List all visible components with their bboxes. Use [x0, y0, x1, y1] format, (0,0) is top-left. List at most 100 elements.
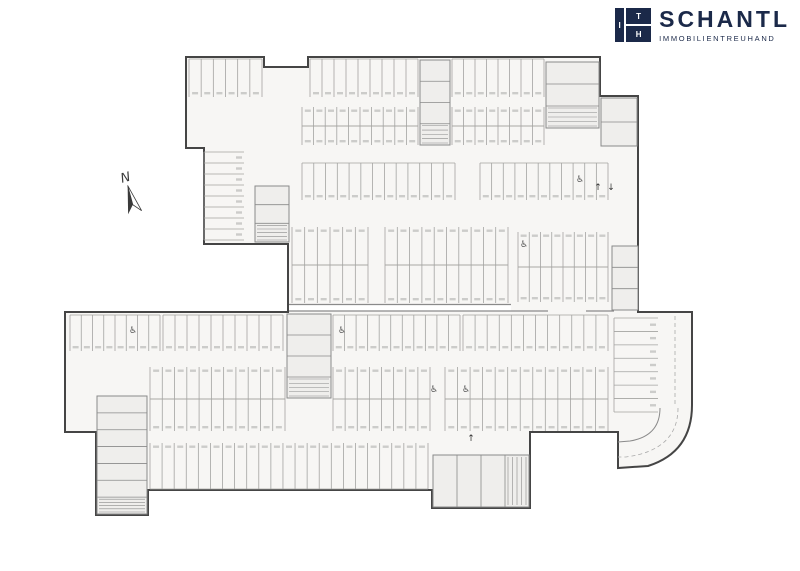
stall-number-mark — [216, 92, 223, 95]
stall-number-mark — [448, 369, 455, 372]
stall-number-mark — [346, 298, 352, 301]
stall-number-mark — [409, 109, 416, 112]
stall-number-mark — [387, 195, 394, 198]
stall-number-mark — [349, 92, 355, 95]
north-arrow-outline — [127, 185, 142, 212]
stall-number-mark — [236, 167, 242, 170]
stall-number-mark — [374, 109, 381, 112]
stall-number-mark — [400, 229, 407, 232]
stall-number-mark — [320, 229, 327, 232]
stall-number-mark — [151, 346, 158, 349]
parking-row — [517, 266, 609, 302]
logo-text: SCHANTL IMMOBILIENTREUHAND — [659, 8, 790, 44]
stall-number-mark — [189, 369, 196, 372]
stall-number-mark — [237, 445, 244, 448]
stall-number-mark — [517, 195, 524, 198]
stall-number-mark — [178, 346, 184, 349]
stall-number-mark — [83, 346, 90, 349]
stall-number-mark — [650, 350, 656, 353]
stall-number-mark — [214, 369, 221, 372]
stall-number-mark — [328, 195, 335, 198]
stall-number-mark — [239, 369, 246, 372]
stall-number-mark — [263, 369, 270, 372]
stair-core — [545, 61, 600, 129]
stall-number-mark — [573, 369, 580, 372]
stall-number-mark — [165, 426, 172, 429]
stall-number-mark — [251, 369, 258, 372]
direction-arrow-icon: ↓ — [607, 183, 615, 193]
stall-number-mark — [575, 195, 582, 198]
stall-number-mark — [408, 369, 415, 372]
stall-number-mark — [650, 390, 656, 394]
stall-number-mark — [249, 445, 256, 448]
stall-number-mark — [128, 346, 135, 349]
stall-number-mark — [236, 200, 242, 203]
stall-number-mark — [498, 298, 505, 301]
stall-number-mark — [335, 346, 342, 349]
wheelchair-icon: ♿ — [338, 326, 346, 336]
stair-core — [419, 59, 451, 146]
stall-number-mark — [486, 298, 493, 301]
stall-number-mark — [325, 92, 331, 95]
stall-number-mark — [337, 92, 343, 95]
stall-number-mark — [358, 346, 365, 349]
stall-number-mark — [236, 211, 242, 214]
stair-core — [432, 454, 530, 508]
parking-row — [301, 125, 419, 145]
stall-number-mark — [397, 140, 404, 143]
stall-number-mark — [140, 346, 147, 349]
stall-number-mark — [650, 377, 656, 380]
ramp-inner-wall — [617, 407, 661, 443]
stall-number-mark — [554, 297, 561, 300]
stall-number-mark — [520, 234, 527, 237]
stall-number-mark — [576, 297, 583, 300]
stall-number-mark — [408, 426, 415, 429]
stall-number-mark — [214, 346, 220, 349]
stall-number-mark — [226, 346, 232, 349]
stall-number-mark — [286, 445, 292, 448]
stall-number-mark — [573, 426, 580, 429]
stall-number-mark — [598, 426, 605, 429]
stall-number-mark — [466, 92, 473, 95]
stair-core — [611, 245, 639, 311]
logo-mark-icon: I T H — [615, 8, 652, 42]
stall-number-mark — [275, 426, 282, 429]
wheelchair-icon: ♿ — [462, 385, 470, 395]
stall-number-mark — [192, 92, 199, 95]
direction-arrow-icon: ↑ — [467, 434, 475, 444]
expansion-gap — [289, 304, 511, 311]
stall-number-mark — [561, 369, 568, 372]
stall-number-mark — [153, 445, 160, 448]
stall-number-mark — [236, 189, 242, 192]
stall-number-mark — [250, 346, 256, 349]
stall-number-mark — [474, 298, 481, 301]
stall-number-mark — [498, 426, 505, 429]
stall-number-mark — [405, 346, 412, 349]
wheelchair-icon: ♿ — [576, 175, 584, 185]
parking-row — [332, 398, 431, 431]
stall-number-mark — [446, 195, 453, 198]
stall-number-mark — [586, 346, 593, 349]
stall-number-mark — [512, 140, 519, 143]
stall-number-mark — [460, 369, 467, 372]
stall-number-mark — [204, 92, 211, 95]
stall-number-mark — [316, 195, 323, 198]
stall-number-mark — [650, 404, 656, 407]
stall-number-mark — [238, 346, 244, 349]
plan-icons-layer: ♿♿♿♿♿♿↑↓↑ — [129, 175, 615, 444]
stall-number-mark — [412, 229, 419, 232]
stall-number-mark — [348, 426, 355, 429]
stall-number-mark — [587, 195, 594, 198]
stall-number-mark — [599, 195, 606, 198]
stall-number-mark — [388, 229, 395, 232]
stall-number-mark — [478, 346, 485, 349]
stall-number-mark — [451, 346, 458, 349]
stall-number-mark — [340, 195, 347, 198]
stall-number-mark — [153, 426, 160, 429]
stall-number-mark — [437, 298, 444, 301]
stall-number-mark — [523, 369, 530, 372]
stall-number-mark — [177, 369, 184, 372]
stall-number-mark — [599, 234, 606, 237]
stall-number-mark — [95, 346, 102, 349]
stall-number-mark — [406, 445, 413, 448]
